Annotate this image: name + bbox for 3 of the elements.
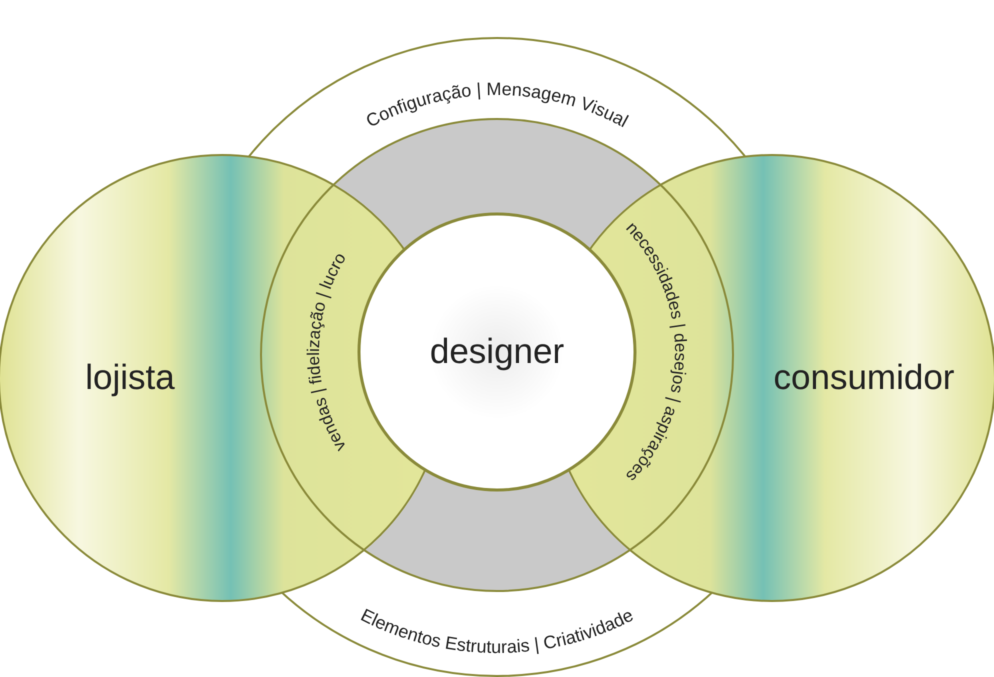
circle-label: consumidor	[774, 358, 954, 398]
circle-label: lojista	[85, 358, 175, 398]
circle-label: designer	[430, 332, 564, 372]
